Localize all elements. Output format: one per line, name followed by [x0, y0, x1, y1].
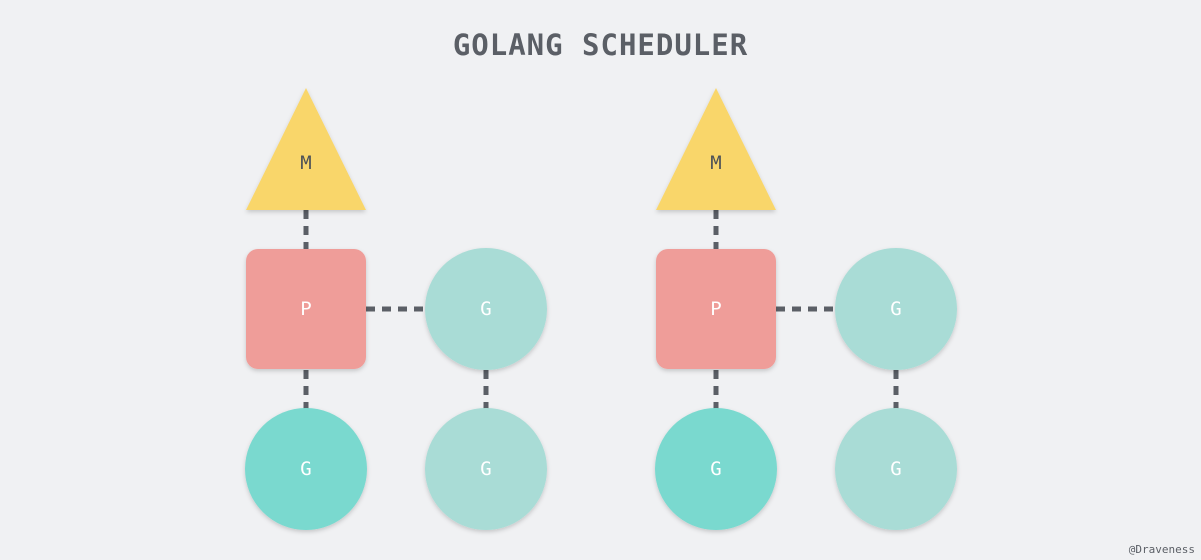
queued-goroutine-node: G [835, 248, 957, 370]
machine-node: M [656, 88, 776, 210]
scheduler-group-2: M P G G G [655, 88, 957, 530]
goroutine-circle [655, 408, 777, 530]
processor-square [246, 249, 366, 369]
processor-label: P [710, 298, 721, 320]
queued-goroutine-node: G [835, 408, 957, 530]
machine-node: M [246, 88, 366, 210]
processor-node: P [656, 249, 776, 369]
goroutine-circle [835, 248, 957, 370]
goroutine-circle [835, 408, 957, 530]
goroutine-label: G [300, 458, 311, 480]
author-credit: @Draveness [1128, 543, 1195, 556]
machine-label: M [710, 152, 721, 174]
goroutine-label: G [480, 298, 491, 320]
queued-goroutine-node: G [425, 408, 547, 530]
goroutine-circle [425, 248, 547, 370]
queued-goroutine-node: G [425, 248, 547, 370]
goroutine-label: G [890, 458, 901, 480]
running-goroutine-node: G [655, 408, 777, 530]
goroutine-label: G [890, 298, 901, 320]
goroutine-label: G [480, 458, 491, 480]
running-goroutine-node: G [245, 408, 367, 530]
diagram-title: GOLANG SCHEDULER [452, 28, 749, 62]
machine-triangle [656, 88, 776, 210]
goroutine-label: G [710, 458, 721, 480]
machine-label: M [300, 152, 311, 174]
goroutine-circle [425, 408, 547, 530]
goroutine-circle [245, 408, 367, 530]
processor-label: P [300, 298, 311, 320]
processor-node: P [246, 249, 366, 369]
scheduler-group-1: M P G G G [245, 88, 547, 530]
machine-triangle [246, 88, 366, 210]
processor-square [656, 249, 776, 369]
